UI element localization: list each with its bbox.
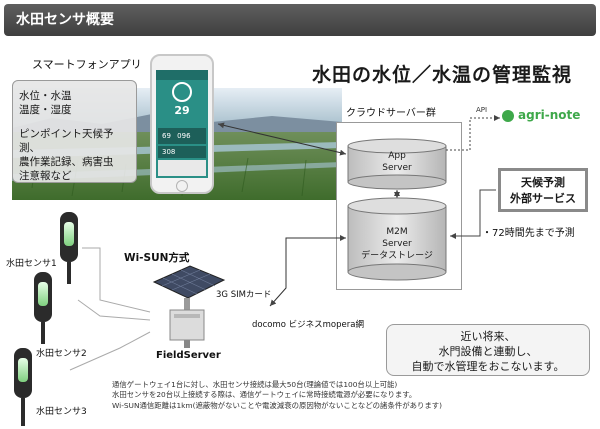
agri-note-logo: agri-note [518,108,581,122]
m2m-server-cylinder [347,197,447,281]
feature-water-level-temp: 水位・水温 [19,90,72,102]
weather-service-box: 天候予測 外部サービス [498,168,588,212]
footnote-line2: 水田センサを20台以上接続する際は、通信ゲートウェイに常時接続電源が必要になりま… [112,390,417,400]
frog-icon [502,110,514,122]
phone-app-server-arrow [217,122,347,156]
sensor-3-label: 水田センサ3 [36,407,87,417]
m2m-line1: M2M [386,227,408,237]
wisun-lines [69,247,151,371]
page-title-bar: 水田センサ概要 [4,4,596,36]
sensor-1-label: 水田センサ1 [6,259,57,269]
m2m-line2: Server [382,239,412,249]
m2m-server-label: M2M Server データストレージ [348,226,446,262]
feature-alerts: 注意報など [19,170,72,182]
app-server-line2: Server [382,163,412,173]
phone-reading-1: 69 [162,132,171,140]
sensor-1 [60,212,78,284]
phone-screen: 29 69 096 308 [156,70,208,178]
footnote: 通信ゲートウェイ1台に対し、水田センサ接続は最大50台(理論値では100台以上可… [112,380,552,411]
main-heading: 水田の水位／水温の管理監視 [312,64,573,86]
phone-home-button [176,180,188,192]
field-server-device [152,265,226,348]
smartphone: 29 69 096 308 [150,54,214,194]
phone-reading-3: 308 [158,146,206,158]
weather-line1: 天候予測 [521,176,565,189]
note-line1: 近い将来、 [460,330,516,343]
weather-line2: 外部サービス [510,192,576,205]
sensor-2-label: 水田センサ2 [36,349,87,359]
features-box: 水位・水温 温度・湿度 ピンポイント天候予測、 農作業記録、病害虫 注意報など [12,80,137,183]
note-line2: 水門設備と連動し、 [438,345,538,358]
paddy-sensors [14,212,78,426]
smartphone-app-label: スマートフォンアプリ [32,58,142,71]
feature-weather-forecast: ピンポイント天候予測、 [19,128,114,154]
api-label: API [476,106,488,114]
note-line3: 自動で水管理をおこないます。 [411,360,565,373]
page-title: 水田センサ概要 [16,12,114,28]
sim-label: 3G SIMカード [216,290,272,300]
feature-temp-humidity: 温度・湿度 [19,104,72,116]
sensor-3 [14,348,32,426]
network-label: docomo ビジネスmopera網 [252,320,364,330]
footnote-line3: Wi-SUN通信距離は1km(遮蔽物がないことや電波減衰の原因物がないことなどの… [112,400,443,410]
forecast-note: ・72時間先まで予測 [482,228,575,239]
m2m-line3: データストレージ [361,251,433,261]
wisun-label: Wi-SUN方式 [124,252,190,264]
app-server-cylinder [347,138,447,190]
app-server-line1: App [388,151,406,161]
future-note-box: 近い将来、 水門設備と連動し、 自動で水管理をおこないます。 [386,324,590,376]
phone-reading-2: 096 [177,132,191,140]
weather-m2m-arrow [450,189,496,239]
cloud-group-label: クラウドサーバー群 [346,108,436,119]
phone-temp: 29 [174,104,190,117]
api-arrow [446,115,500,151]
field-server-label: FieldServer [156,350,221,361]
m2m-fieldserver-arrow [269,235,346,307]
footnote-line1: 通信ゲートウェイ1台に対し、水田センサ接続は最大50台(理論値では100台以上可… [112,380,398,389]
sensor-2 [34,272,52,344]
feature-farm-records: 農作業記録、病害虫 [19,156,114,168]
app-server-label: App Server [348,150,446,174]
